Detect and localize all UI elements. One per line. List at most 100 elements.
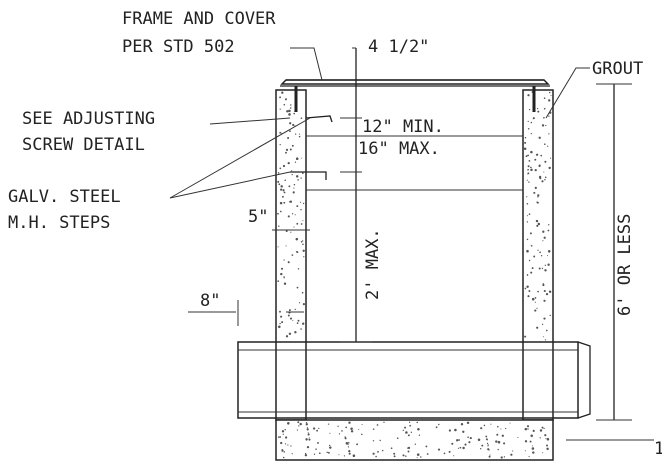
concrete-dot (277, 172, 280, 174)
concrete-dot (534, 158, 537, 161)
concrete-dot (279, 201, 283, 205)
concrete-dot (377, 451, 379, 453)
concrete-dot (524, 427, 528, 431)
concrete-dot (524, 450, 526, 452)
concrete-dot (534, 309, 537, 312)
concrete-dot (486, 442, 489, 445)
concrete-dot (295, 251, 298, 253)
concrete-dot (284, 179, 286, 181)
concrete-dot (541, 180, 544, 183)
concrete-dot (420, 456, 422, 458)
concrete-dot (316, 429, 319, 432)
concrete-dot (528, 108, 531, 111)
concrete-dot (546, 444, 548, 447)
concrete-dot (451, 442, 454, 445)
concrete-dot (497, 425, 499, 428)
concrete-dot (283, 451, 286, 453)
concrete-dot (338, 454, 340, 456)
concrete-dot (534, 297, 537, 299)
concrete-dot (293, 226, 295, 228)
concrete-dot (544, 160, 547, 163)
concrete-dot (283, 103, 286, 106)
leader-steps-1 (169, 117, 311, 199)
concrete-dot (530, 168, 533, 172)
concrete-dot (295, 237, 299, 241)
concrete-dot (487, 445, 489, 447)
concrete-dot (302, 220, 304, 222)
concrete-dot (537, 290, 539, 293)
concrete-dot (277, 436, 280, 438)
concrete-dot (535, 219, 539, 223)
concrete-dot (372, 440, 375, 442)
concrete-dot (282, 164, 286, 168)
concrete-dot (531, 297, 535, 301)
concrete-dot (292, 123, 295, 127)
leader-grout (545, 67, 590, 119)
concrete-dot (530, 121, 533, 124)
concrete-dot (279, 310, 281, 313)
concrete-dot (467, 436, 469, 438)
concrete-dot (328, 444, 331, 447)
concrete-dot (488, 455, 491, 458)
concrete-dot (341, 430, 343, 432)
concrete-dot (297, 421, 300, 424)
concrete-dot (458, 439, 461, 441)
concrete-dot (550, 94, 552, 97)
concrete-dot (286, 98, 288, 100)
concrete-dot (435, 426, 438, 429)
concrete-dot (300, 117, 303, 120)
concrete-dot (416, 457, 418, 459)
concrete-dot (278, 225, 280, 227)
concrete-dot (301, 291, 304, 294)
concrete-dot (537, 108, 539, 110)
concrete-dot (279, 143, 281, 146)
concrete-dot (306, 427, 308, 429)
concrete-dot (289, 148, 292, 151)
concrete-dot (407, 434, 410, 437)
concrete-dot (526, 238, 529, 241)
concrete-dot (524, 287, 527, 290)
concrete-dot (356, 443, 359, 446)
pipe-bell-end (577, 341, 591, 419)
concrete-dot (304, 452, 307, 455)
concrete-dot (280, 185, 283, 188)
concrete-dot (292, 191, 295, 194)
concrete-dot (468, 441, 471, 444)
concrete-dot (480, 427, 483, 430)
concrete-dot (296, 429, 299, 431)
concrete-dot (289, 107, 292, 109)
concrete-dot (407, 446, 411, 450)
concrete-dot (280, 267, 284, 270)
label-pipe-dim: 8" (200, 291, 220, 311)
concrete-dot (305, 423, 308, 426)
concrete-dot (530, 150, 533, 154)
concrete-dot (533, 255, 536, 258)
concrete-dot (405, 431, 408, 434)
concrete-dot (526, 221, 529, 223)
concrete-dot (358, 428, 360, 430)
label-frame-cover-1: FRAME AND COVER (122, 9, 276, 29)
concrete-dot (302, 243, 304, 246)
concrete-dot (536, 224, 539, 227)
concrete-dot (528, 160, 531, 162)
concrete-dot (291, 144, 294, 147)
concrete-dot (489, 454, 491, 456)
concrete-dot (281, 91, 284, 94)
concrete-dot (393, 452, 396, 455)
concrete-dot (288, 185, 291, 188)
concrete-dot (547, 145, 549, 147)
concrete-dot (510, 453, 513, 456)
concrete-dot (501, 434, 504, 437)
concrete-dot (376, 424, 379, 426)
concrete-dot (280, 188, 283, 191)
concrete-dot (300, 209, 302, 211)
concrete-dot (527, 154, 529, 157)
concrete-dot (405, 455, 407, 457)
concrete-dot (327, 451, 330, 454)
concrete-dot (418, 434, 421, 436)
concrete-dot (550, 157, 552, 159)
concrete-dot (292, 319, 294, 321)
concrete-dot (543, 171, 545, 173)
concrete-dot (541, 124, 545, 127)
concrete-dot (344, 437, 347, 440)
